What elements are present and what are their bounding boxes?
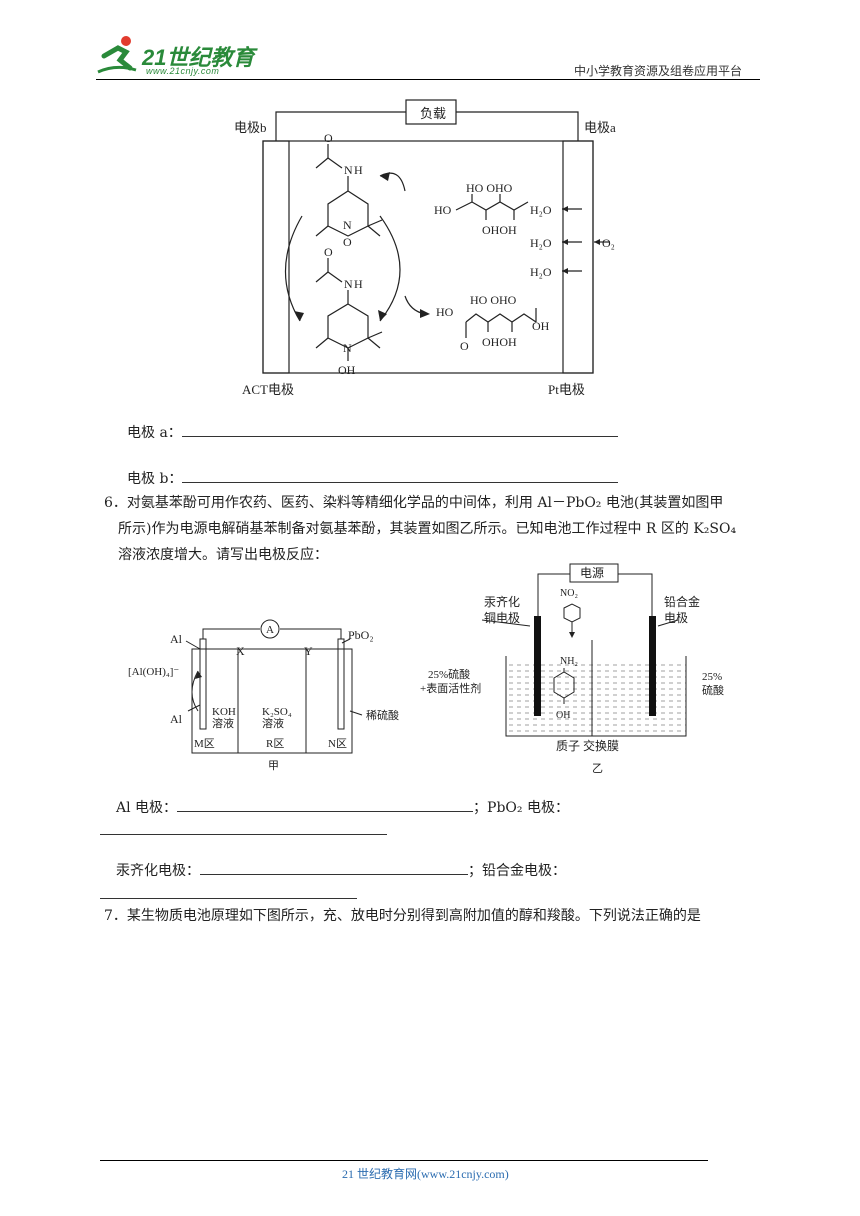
al-electrode-blank[interactable] <box>177 797 474 812</box>
alloy-electrode-blank[interactable] <box>100 898 357 899</box>
q6-line-3: 溶液浓度增大。请写出电极反应： <box>118 547 328 563</box>
q6-amalgam-row: 汞齐化电极： ；铅合金电极： <box>116 858 566 884</box>
glucose-top-labels: HO OHO <box>466 181 513 195</box>
jia-koh-solution: 溶液 <box>212 716 234 730</box>
acid-top-labels: HO OHO <box>470 293 517 307</box>
q6-line-1: 6．对氨基苯酚可用作农药、医药、染料等精细化学品的中间体，利用 Al－PbO₂ … <box>104 495 724 511</box>
acid-ho-left: HO <box>436 305 454 319</box>
yi-alloy-1: 铅合金 <box>664 594 700 609</box>
yi-left-solution-2: +表面活性剂 <box>420 681 481 695</box>
q5-electrode-a-row: 电极 a： <box>127 420 618 446</box>
electrode-b-answer-label: 电极 b： <box>127 471 183 487</box>
runner-logo-icon <box>97 36 137 74</box>
yi-oh: OH <box>556 710 570 721</box>
mol2-ring-n: N <box>343 341 352 355</box>
pt-electrode-label: Pt电极 <box>548 382 585 397</box>
electrode-a-label: 电极a <box>584 120 616 135</box>
mol2-n: N <box>344 277 353 291</box>
jia-m-zone: M区 <box>194 738 215 750</box>
yi-amalgam-1: 汞齐化 <box>484 594 520 609</box>
acid-oh-right: OH <box>532 319 550 333</box>
q6-al-row: Al 电极： ；PbO₂ 电极： <box>116 795 569 821</box>
logo-sub-text: www.21cnjy.com <box>146 66 220 76</box>
footer-divider <box>100 1160 708 1161</box>
glucose-ho-left: HO <box>434 203 452 217</box>
q7-text: 7．某生物质电池原理如下图所示，充、放电时分别得到高附加值的醇和羧酸。下列说法正… <box>104 908 701 924</box>
acid-o-bottom: O <box>460 339 469 353</box>
water-3: H₂O <box>530 265 552 279</box>
jia-al-top: Al <box>170 632 183 646</box>
header-right-text: 中小学教育资源及组卷应用平台 <box>574 64 743 78</box>
header-divider <box>96 79 760 80</box>
jia-x: X <box>236 644 245 658</box>
yi-nh2: NH₂ <box>560 656 578 667</box>
amalgam-electrode-label: 汞齐化电极： <box>116 863 200 879</box>
yi-right-solution-2: 硫酸 <box>702 683 724 697</box>
logo-main-text: 21世纪教育 <box>142 45 255 70</box>
alloy-electrode-label: ；铅合金电极： <box>468 863 566 879</box>
yi-no2: NO₂ <box>560 588 578 599</box>
acid-bottom-labels: OHOH <box>482 335 517 349</box>
amalgam-electrode-blank[interactable] <box>200 860 468 875</box>
figure-electrochemical-cell: 负载 电极b 电极a ACT电极 Pt电极 N H O N O N H O N … <box>234 99 616 397</box>
jia-pbo2: PbO₂ <box>348 628 374 642</box>
logo: 21世纪教育 www.21cnjy.com <box>96 34 266 78</box>
oxygen-label: O₂ <box>602 236 615 250</box>
mol1-n: N <box>344 163 353 177</box>
figure-jia-al-pbo2-battery: A Al Al PbO₂ X Y [Al(OH)₄]⁻ KOH 溶液 K₂SO₄… <box>128 619 399 772</box>
mol2-h: H <box>354 277 363 291</box>
water-1: H₂O <box>530 203 552 217</box>
jia-r-zone: R区 <box>266 738 284 750</box>
yi-caption: 乙 <box>592 762 603 775</box>
jia-koh: KOH <box>212 706 236 718</box>
jia-n-zone: N区 <box>328 738 347 750</box>
mol2-oh: OH <box>338 363 356 377</box>
mol1-ring-n: N <box>343 218 352 232</box>
al-electrode-label: Al 电极： <box>116 800 178 816</box>
water-2: H₂O <box>530 236 552 250</box>
figure-yi-electrolysis: 电源 汞齐化 铜电极 铅合金 电极 25%硫酸 +表面活性剂 25% 硫酸 NO… <box>420 563 724 775</box>
jia-caption: 甲 <box>268 760 279 772</box>
ammeter-icon: A <box>266 624 274 636</box>
yi-alloy-2: 电极 <box>664 611 688 625</box>
act-electrode-label: ACT电极 <box>242 382 294 397</box>
jia-k2so4-solution: 溶液 <box>262 716 284 730</box>
jia-k2so4: K₂SO₄ <box>262 706 292 718</box>
mol1-h: H <box>354 163 363 177</box>
jia-dilute-acid: 稀硫酸 <box>366 708 399 722</box>
yi-left-solution-1: 25%硫酸 <box>428 667 470 681</box>
jia-y: Y <box>304 644 313 658</box>
electrode-a-answer-label: 电极 a： <box>127 425 182 441</box>
yi-right-solution-1: 25% <box>702 671 722 683</box>
electrode-a-answer-blank[interactable] <box>181 422 618 437</box>
pbo2-electrode-blank[interactable] <box>100 834 387 835</box>
load-label: 负载 <box>420 106 446 121</box>
q5-electrode-b-row: 电极 b： <box>127 466 619 492</box>
glucose-bottom-labels: OHOH <box>482 223 517 237</box>
electrode-b-label: 电极b <box>234 120 267 135</box>
yi-amalgam-2: 铜电极 <box>484 610 520 625</box>
jia-al-bottom: Al <box>170 712 183 726</box>
yi-membrane: 质子 交换膜 <box>556 738 619 753</box>
mol2-o: O <box>324 245 333 259</box>
pbo2-electrode-label: ；PbO₂ 电极： <box>473 800 569 816</box>
mol1-oxyl-o: O <box>343 235 352 249</box>
footer-text[interactable]: 21 世纪教育网(www.21cnjy.com) <box>342 1167 509 1181</box>
q6-line-2: 所示)作为电源电解硝基苯制备对氨基苯酚，其装置如图乙所示。已知电池工作过程中 R… <box>118 521 737 537</box>
mol1-o: O <box>324 131 333 145</box>
jia-aloh4: [Al(OH)₄]⁻ <box>128 666 179 678</box>
electrode-b-answer-blank[interactable] <box>182 468 619 483</box>
yi-power: 电源 <box>580 566 604 580</box>
